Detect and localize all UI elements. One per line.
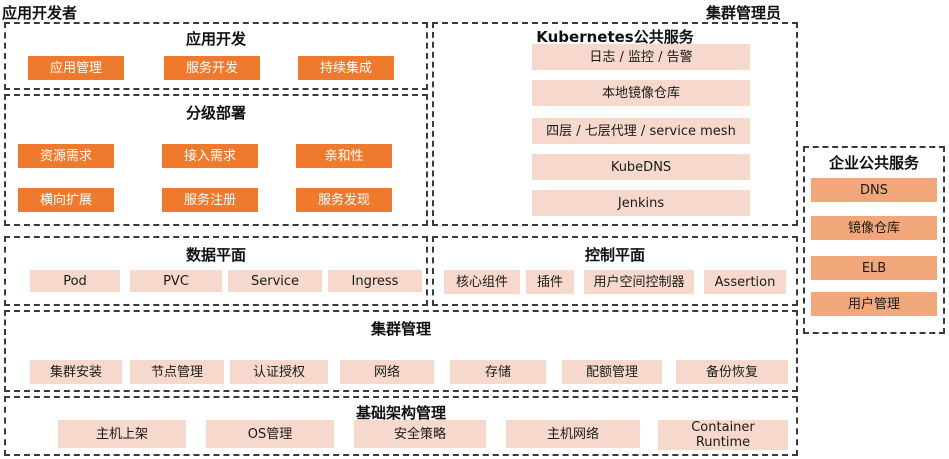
- node-management-box: 节点管理: [130, 360, 224, 384]
- security-policy-box: 安全策略: [354, 420, 486, 448]
- core-components-box: 核心组件: [444, 270, 520, 294]
- cluster-admin-role-label: 集群管理员: [706, 4, 782, 22]
- jenkins-box: Jenkins: [532, 190, 750, 216]
- pvc-box: PVC: [130, 270, 222, 292]
- plugins-box: 插件: [526, 270, 574, 294]
- data-plane-panel: 数据平面 Pod PVC Service Ingress: [4, 236, 428, 306]
- cluster-management-title: 集群管理: [370, 320, 431, 338]
- horizontal-scaling-box: 横向扩展: [18, 188, 114, 212]
- service-discovery-box: 服务发现: [296, 188, 392, 212]
- k8s-services-panel: Kubernetes公共服务 日志 / 监控 / 告警 本地镜像仓库 四层 / …: [432, 22, 798, 226]
- container-runtime-line1: Container: [691, 420, 755, 435]
- local-image-registry-box: 本地镜像仓库: [532, 80, 750, 106]
- service-registration-box: 服务注册: [162, 188, 258, 212]
- deploy-title: 分级部署: [185, 104, 246, 122]
- service-development-box: 服务开发: [164, 56, 260, 80]
- os-management-box: OS管理: [206, 420, 334, 448]
- app-dev-title: 应用开发: [185, 30, 246, 48]
- control-plane-panel: 控制平面 核心组件 插件 用户空间控制器 Assertion: [432, 236, 798, 306]
- infrastructure-panel: 基础架构管理 主机上架 OS管理 安全策略 主机网络 Container Run…: [4, 396, 798, 456]
- access-requirement-box: 接入需求: [162, 144, 258, 168]
- service-box: Service: [228, 270, 322, 292]
- app-dev-panel: 应用开发 应用管理 服务开发 持续集成: [4, 22, 428, 90]
- userspace-controllers-box: 用户空间控制器: [584, 270, 694, 294]
- control-plane-title: 控制平面: [584, 246, 645, 264]
- user-management-box: 用户管理: [811, 292, 937, 316]
- image-registry-box: 镜像仓库: [811, 216, 937, 240]
- quota-management-box: 配额管理: [562, 360, 662, 384]
- elb-box: ELB: [811, 256, 937, 280]
- developer-role-label: 应用开发者: [2, 4, 78, 22]
- host-racking-box: 主机上架: [58, 420, 186, 448]
- dns-box: DNS: [811, 178, 937, 202]
- affinity-box: 亲和性: [296, 144, 392, 168]
- host-network-box: 主机网络: [506, 420, 640, 448]
- backup-restore-box: 备份恢复: [676, 360, 788, 384]
- network-box: 网络: [340, 360, 434, 384]
- pod-box: Pod: [30, 270, 120, 292]
- deploy-panel: 分级部署 资源需求 接入需求 亲和性 横向扩展 服务注册 服务发现: [4, 94, 428, 226]
- cluster-management-panel: 集群管理 集群安装 节点管理 认证授权 网络 存储 配额管理 备份恢复: [4, 310, 798, 392]
- resource-requirement-box: 资源需求: [18, 144, 114, 168]
- container-runtime-line2: Runtime: [695, 435, 751, 450]
- logging-monitoring-alerting-box: 日志 / 监控 / 告警: [532, 44, 750, 70]
- continuous-integration-box: 持续集成: [298, 56, 394, 80]
- k8s-services-title: Kubernetes公共服务: [536, 28, 694, 46]
- data-plane-title: 数据平面: [185, 246, 246, 264]
- ingress-box: Ingress: [328, 270, 422, 292]
- auth-box: 认证授权: [230, 360, 328, 384]
- kubedns-box: KubeDNS: [532, 154, 750, 180]
- cluster-install-box: 集群安装: [30, 360, 122, 384]
- infrastructure-title: 基础架构管理: [355, 404, 446, 422]
- container-runtime-box: Container Runtime: [658, 420, 788, 450]
- assertion-box: Assertion: [704, 270, 786, 294]
- proxy-service-mesh-box: 四层 / 七层代理 / service mesh: [532, 118, 750, 144]
- app-management-box: 应用管理: [28, 56, 124, 80]
- enterprise-services-title: 企业公共服务: [828, 154, 919, 172]
- enterprise-services-panel: 企业公共服务 DNS 镜像仓库 ELB 用户管理: [803, 146, 945, 334]
- storage-box: 存储: [450, 360, 546, 384]
